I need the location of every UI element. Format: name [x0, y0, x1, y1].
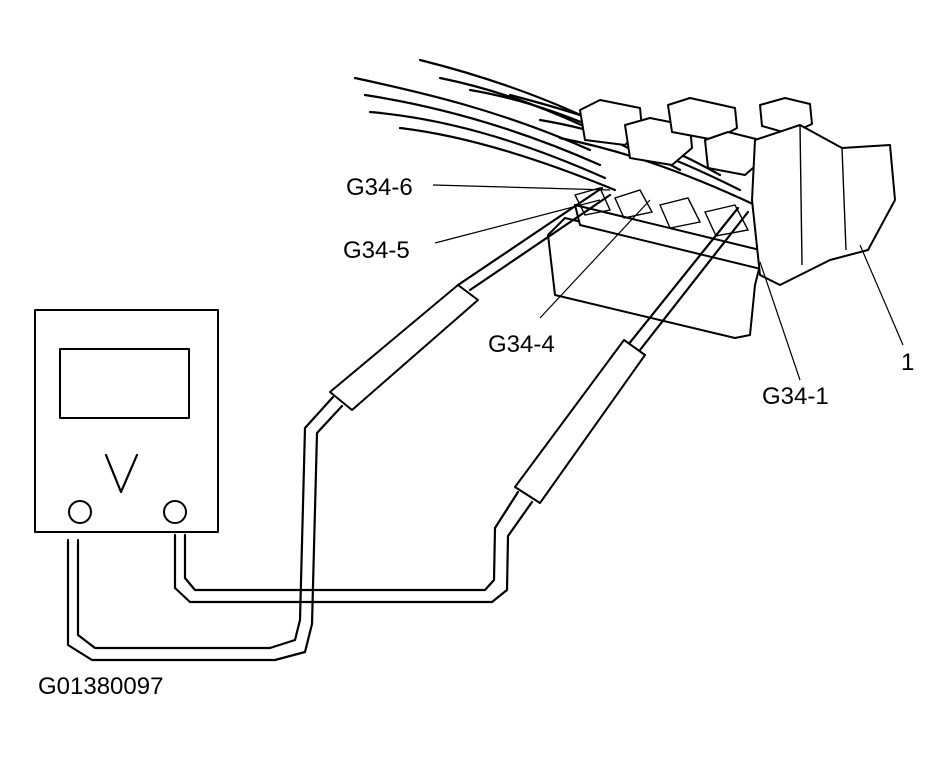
- probe-lead-right: [173, 206, 750, 604]
- voltmeter-display: [59, 348, 190, 419]
- label-g34-4: G34-4: [488, 331, 555, 358]
- probe-lead-left: [66, 186, 612, 662]
- label-g34-1: G34-1: [762, 383, 829, 410]
- volt-symbol-icon: [104, 453, 139, 494]
- voltmeter: [34, 309, 219, 533]
- label-component-1: 1: [901, 349, 914, 376]
- voltmeter-terminal-right: [163, 500, 187, 524]
- leader-lines: [432, 184, 904, 381]
- figure-id: G01380097: [38, 673, 163, 700]
- voltmeter-terminal-left: [68, 500, 92, 524]
- label-g34-6: G34-6: [346, 174, 413, 201]
- label-g34-5: G34-5: [343, 237, 410, 264]
- connector-housing: [547, 97, 896, 339]
